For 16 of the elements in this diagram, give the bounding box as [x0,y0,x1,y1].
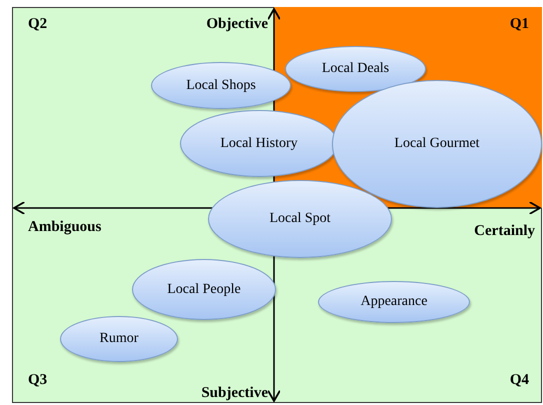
axis-label: Q2 [28,15,48,34]
axis-label: Q1 [510,15,529,34]
axis-label: Ambiguous [28,218,102,237]
axis-label: Subjective [201,384,268,403]
topic-label: Local History [220,136,298,152]
axis-label: Q3 [28,371,48,390]
topic-label: Local Shops [186,78,256,94]
topic-label: Local Deals [322,61,390,77]
topic-label: Local Spot [269,211,331,227]
topic-label: Local Gourmet [394,136,480,152]
axis-label: Certainly [474,222,535,241]
topic-label: Appearance [360,294,428,310]
axis-label: Objective [206,15,268,34]
topic-label: Rumor [100,331,138,347]
axis-label: Q4 [510,371,529,390]
topic-label: Local People [167,282,241,298]
